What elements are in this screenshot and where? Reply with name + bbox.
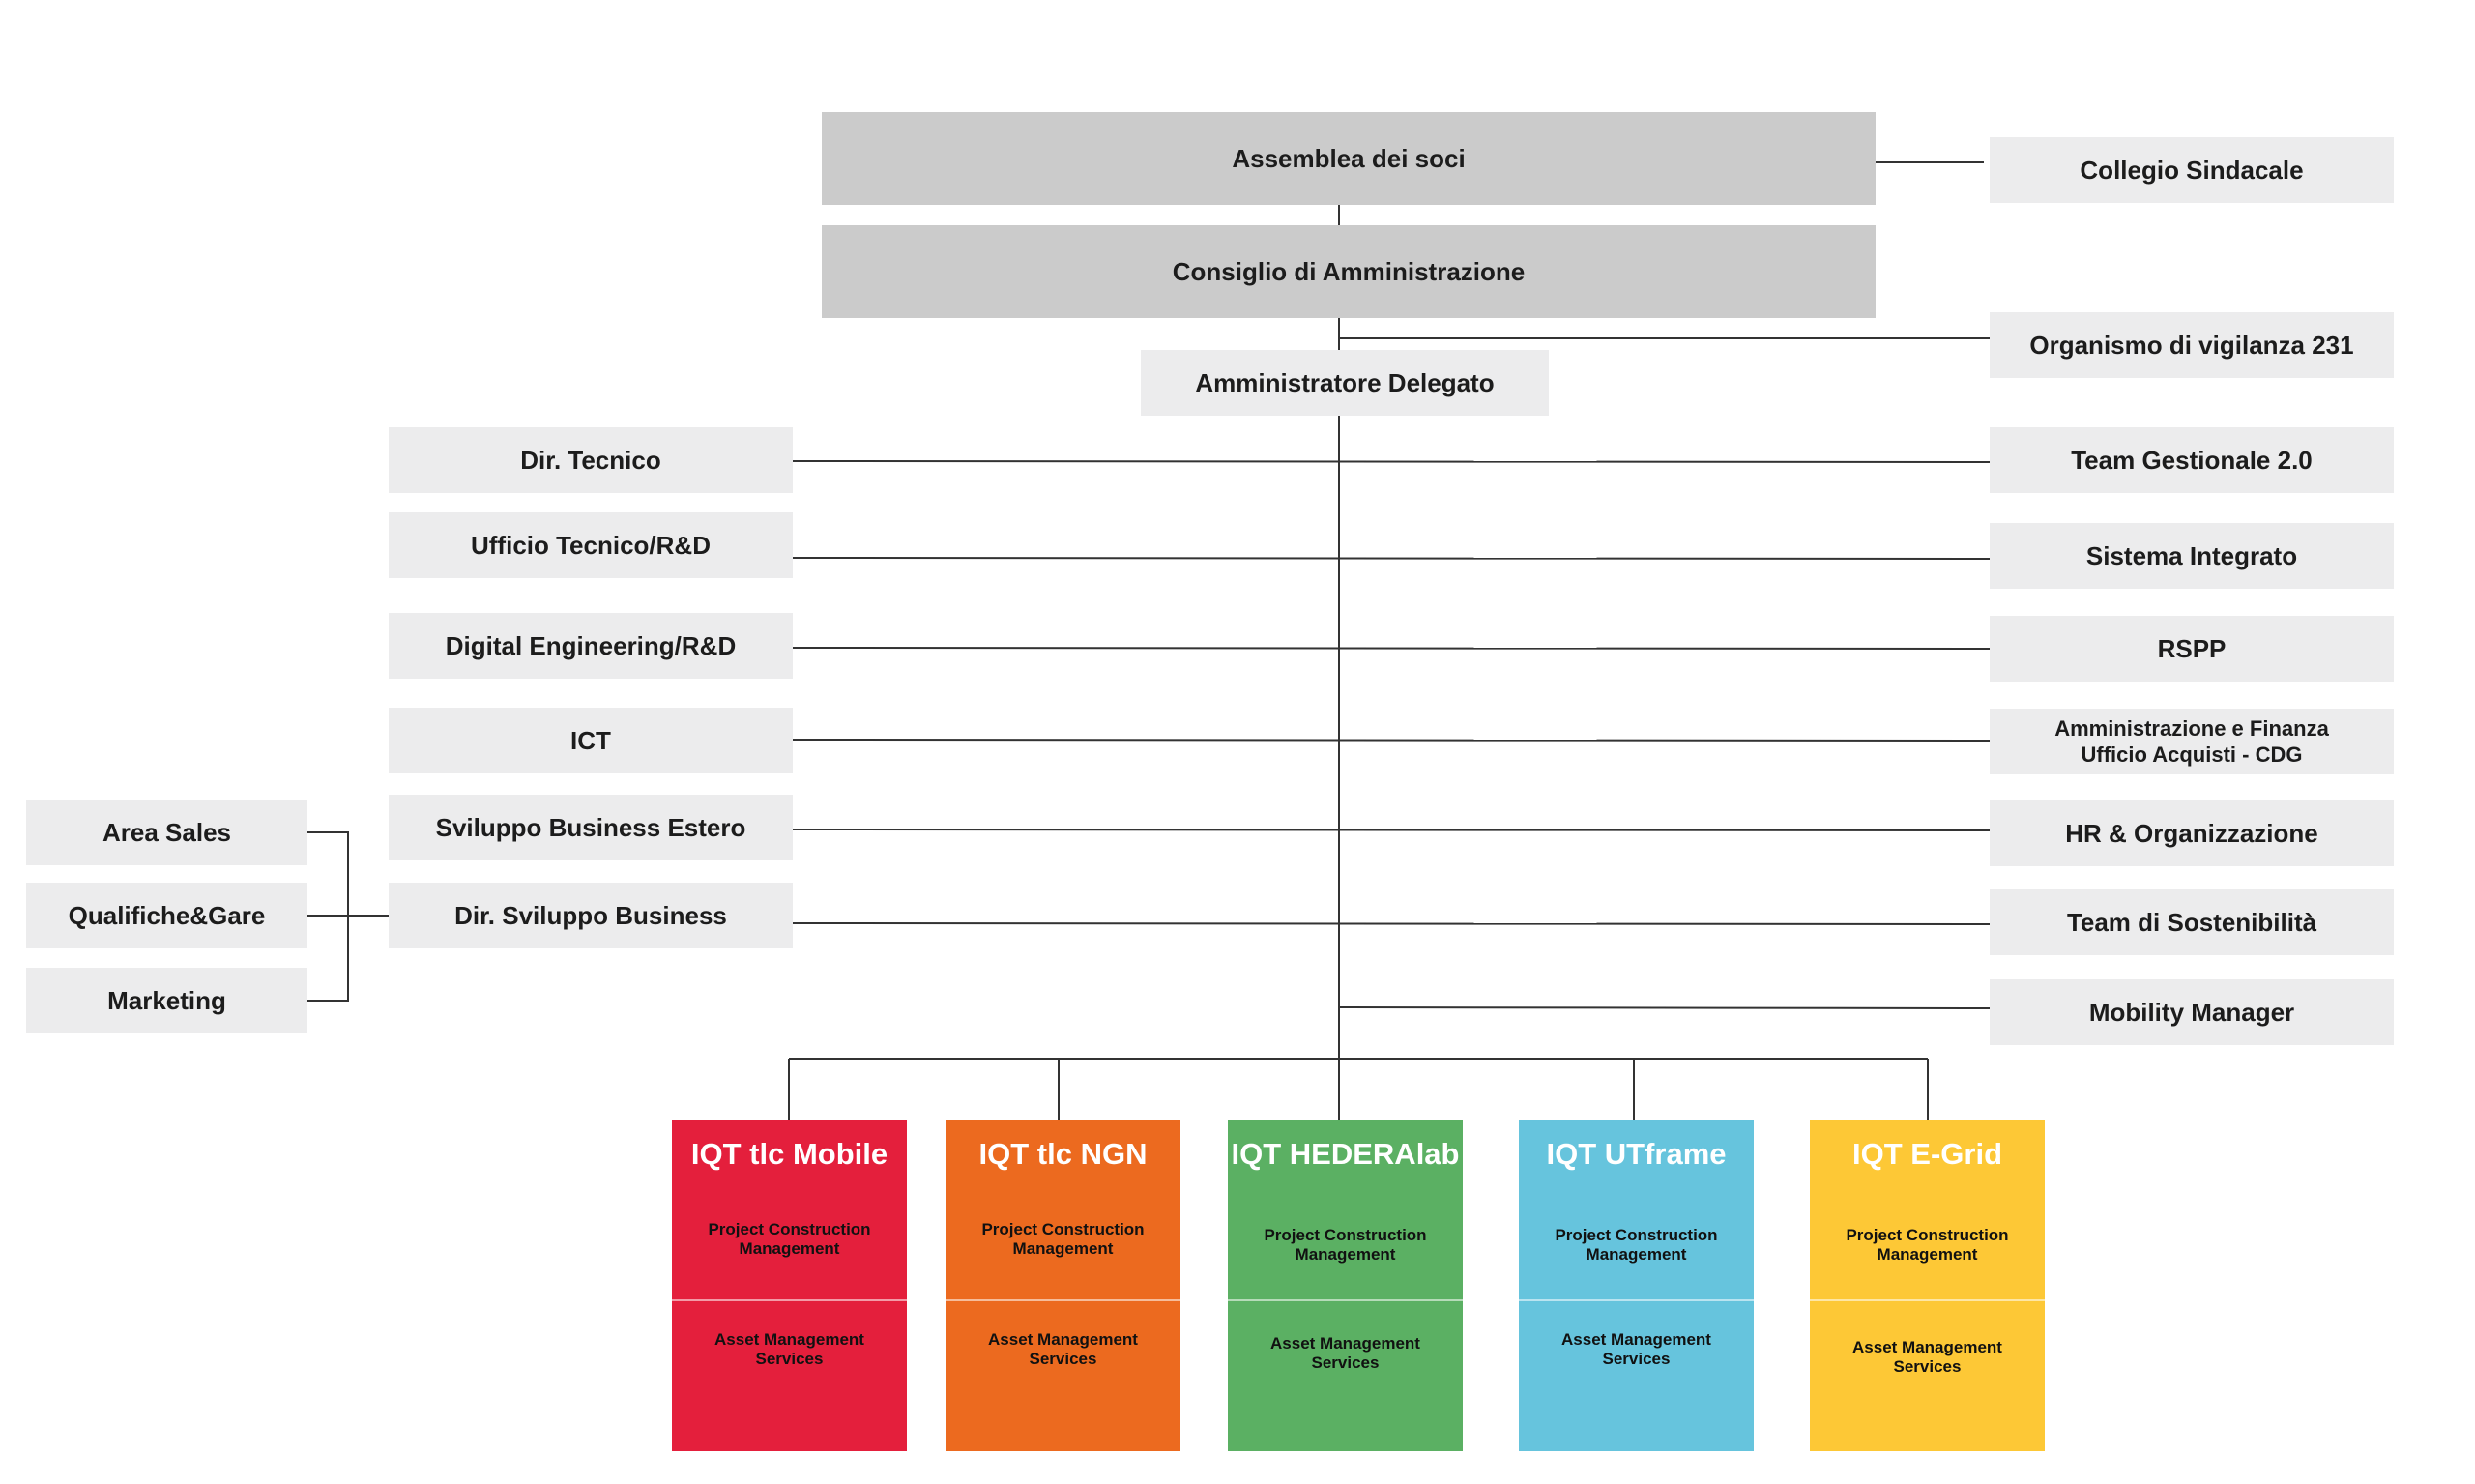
sistema-integrato-box: Sistema Integrato [1990, 523, 2394, 589]
amministrazione-finanza-line1: Amministrazione e Finanza [2054, 715, 2329, 741]
company-service-ams: Asset Management Services [1561, 1330, 1711, 1369]
amministrazione-finanza-line2: Ufficio Acquisti - CDG [2081, 742, 2303, 767]
company-service-ams: Asset Management Services [714, 1330, 864, 1369]
area-sales-label: Area Sales [102, 817, 231, 847]
company-card-tlc-mobile: IQT tlc Mobile Project Construction Mana… [672, 1120, 907, 1451]
consiglio-label: Consiglio di Amministrazione [1172, 256, 1526, 286]
mobility-manager-label: Mobility Manager [2088, 997, 2295, 1027]
team-gestionale-box: Team Gestionale 2.0 [1990, 427, 2394, 493]
marketing-box: Marketing [26, 968, 307, 1033]
company-service-pcm: Project Construction Management [981, 1220, 1145, 1259]
connector-row-3 [790, 647, 1993, 650]
company-service-ams: Asset Management Services [988, 1330, 1138, 1369]
assemblea-label: Assemblea dei soci [1232, 143, 1466, 173]
company-service-pcm: Project Construction Management [708, 1220, 871, 1259]
dir-sviluppo-business-box: Dir. Sviluppo Business [389, 883, 793, 948]
company-name: IQT tlc NGN [978, 1137, 1148, 1171]
hr-organizzazione-box: HR & Organizzazione [1990, 800, 2394, 866]
area-sales-box: Area Sales [26, 800, 307, 865]
company-service-ams: Asset Management Services [1852, 1338, 2002, 1377]
company-name: IQT HEDERAlab [1231, 1137, 1460, 1171]
company-divider [1810, 1299, 2045, 1301]
sviluppo-business-estero-box: Sviluppo Business Estero [389, 795, 793, 860]
amministratore-delegato-box: Amministratore Delegato [1141, 350, 1549, 416]
company-divider [1228, 1299, 1463, 1301]
dir-sviluppo-business-label: Dir. Sviluppo Business [454, 900, 727, 930]
dir-tecnico-label: Dir. Tecnico [520, 445, 661, 475]
company-name: IQT tlc Mobile [690, 1137, 888, 1171]
ict-box: ICT [389, 708, 793, 773]
ict-label: ICT [570, 725, 611, 755]
team-sostenibilita-box: Team di Sostenibilità [1990, 889, 2394, 955]
company-service-pcm: Project Construction Management [1555, 1226, 1718, 1265]
company-divider [672, 1299, 907, 1301]
qualifiche-gare-label: Qualifiche&Gare [68, 900, 266, 930]
company-divider [946, 1299, 1180, 1301]
collegio-sindacale-box: Collegio Sindacale [1990, 137, 2394, 203]
company-service-pcm: Project Construction Management [1264, 1226, 1427, 1265]
connector-row-1 [790, 460, 1993, 463]
sistema-integrato-label: Sistema Integrato [2085, 540, 2298, 570]
ufficio-tecnico-box: Ufficio Tecnico/R&D [389, 512, 793, 578]
company-card-tlc-ngn: IQT tlc NGN Project Construction Managem… [946, 1120, 1180, 1451]
team-gestionale-label: Team Gestionale 2.0 [2071, 445, 2313, 475]
digital-engineering-box: Digital Engineering/R&D [389, 613, 793, 679]
amministrazione-finanza-box: Amministrazione e Finanza Ufficio Acquis… [1990, 709, 2394, 774]
company-card-e-grid: IQT E-Grid Project Construction Manageme… [1810, 1120, 2045, 1451]
connector-row-2 [790, 557, 1993, 560]
collegio-sindacale-label: Collegio Sindacale [2080, 155, 2304, 185]
marketing-label: Marketing [107, 985, 226, 1015]
organismo-vigilanza-label: Organismo di vigilanza 231 [2029, 330, 2354, 360]
company-card-hederalab: IQT HEDERAlab Project Construction Manag… [1228, 1120, 1463, 1451]
company-service-pcm: Project Construction Management [1846, 1226, 2009, 1265]
ufficio-tecnico-label: Ufficio Tecnico/R&D [471, 530, 711, 560]
rspp-box: RSPP [1990, 616, 2394, 682]
company-name: IQT UTframe [1546, 1137, 1727, 1171]
dir-tecnico-box: Dir. Tecnico [389, 427, 793, 493]
connector-mobility [1338, 1006, 1993, 1009]
digital-engineering-label: Digital Engineering/R&D [445, 630, 737, 660]
connector-row-4 [790, 739, 1993, 742]
team-sostenibilita-label: Team di Sostenibilità [2066, 907, 2317, 937]
sviluppo-business-estero-label: Sviluppo Business Estero [435, 812, 746, 842]
company-divider [1519, 1299, 1754, 1301]
connector-row-5 [790, 829, 1993, 831]
connector-row-6 [790, 922, 1993, 925]
amministratore-delegato-label: Amministratore Delegato [1195, 367, 1495, 397]
assemblea-box: Assemblea dei soci [822, 112, 1876, 205]
qualifiche-gare-box: Qualifiche&Gare [26, 883, 307, 948]
rspp-label: RSPP [2157, 633, 2227, 663]
mobility-manager-box: Mobility Manager [1990, 979, 2394, 1045]
company-name: IQT E-Grid [1852, 1137, 2002, 1171]
company-service-ams: Asset Management Services [1270, 1334, 1420, 1373]
organismo-vigilanza-box: Organismo di vigilanza 231 [1990, 312, 2394, 378]
consiglio-box: Consiglio di Amministrazione [822, 225, 1876, 318]
company-card-utframe: IQT UTframe Project Construction Managem… [1519, 1120, 1754, 1451]
hr-organizzazione-label: HR & Organizzazione [2065, 818, 2318, 848]
